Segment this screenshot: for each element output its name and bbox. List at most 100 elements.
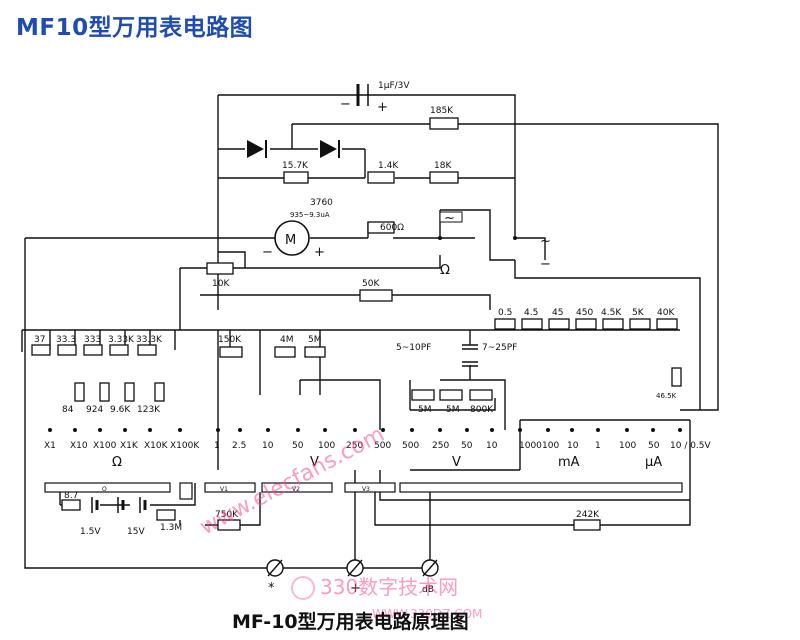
label-ac: ~	[540, 234, 551, 249]
label-2: 10	[567, 441, 579, 451]
terminal-common: *	[268, 581, 275, 596]
top-capacitor: 1μF/3V − +	[340, 81, 410, 115]
label-3: 1	[595, 441, 601, 451]
label-6: 40K	[657, 308, 675, 318]
dcv-range-labels: 1 2.5 10 50 100 250 500 V	[214, 441, 391, 470]
wiring	[21, 94, 719, 569]
diode-pair	[247, 140, 340, 158]
label-r13m: 1.3M	[160, 523, 182, 533]
label-2: 45	[552, 308, 563, 318]
label-r50k: 50K	[362, 279, 380, 289]
label-1: 100	[542, 441, 559, 451]
label-2: 5M	[308, 335, 322, 345]
label-2: 50	[461, 441, 473, 451]
shunt-3: 3.33K	[108, 335, 135, 345]
shunt-1: 33.3	[56, 335, 76, 345]
label-url: WWW.330DZ.COM	[372, 607, 482, 621]
label-1: 4M	[280, 335, 294, 345]
switch-bars: O V1 V2 V3	[44, 482, 683, 500]
label-0: 0.5	[498, 308, 512, 318]
ac-capacitors: 5~10PF 7~25PF	[396, 343, 517, 367]
site-watermark: 330数字技术网 WWW.330DZ.COM	[291, 575, 482, 621]
label-0: 150K	[218, 335, 242, 345]
label-0: 100	[619, 441, 636, 451]
label-sw_v2: V2	[292, 486, 300, 493]
ma-group-label: mA	[558, 455, 580, 470]
label-4: 4.5K	[601, 308, 622, 318]
label-ac: ~	[444, 211, 455, 226]
meter-symbol: M	[285, 233, 296, 248]
label-site: 330数字技术网	[320, 575, 458, 599]
ohm-series: 84 924 9.6K 123K	[62, 382, 165, 415]
label-minus: −	[540, 257, 551, 272]
label-0: 1	[214, 441, 220, 451]
label-0: 500	[402, 441, 419, 451]
diagram-caption: MF-10型万用表电路原理图	[232, 610, 469, 633]
label-plus: +	[314, 245, 325, 260]
label-0: 1000	[519, 441, 542, 451]
ohm-symbol: Ω	[440, 263, 450, 278]
top-resistors: 185K 15.7K 1.4K 18K	[282, 106, 459, 184]
ma-chain: 0.5 4.5 45 450 4.5K 5K 40K	[494, 308, 678, 330]
ohm-shunts: 37 33.3 333 3.33K 33.3K	[31, 335, 163, 356]
label-0: X1	[44, 441, 56, 451]
battery-section: 8.7 1.5V 15V 1.3M 750K 242K	[61, 491, 601, 537]
label-r18k: 18K	[434, 161, 452, 171]
label-1: 2.5	[232, 441, 246, 451]
cap-plus: +	[377, 100, 388, 115]
label-1: 924	[86, 405, 103, 415]
label-0: 84	[62, 405, 74, 415]
top-capacitor-label: 1μF/3V	[378, 81, 410, 91]
range-contacts	[48, 428, 682, 432]
label-r600: 600Ω	[380, 223, 404, 233]
label-1: 4.5	[524, 308, 538, 318]
shunt-0: 37	[34, 335, 45, 345]
label-meter_r: 3760	[310, 198, 333, 208]
label-4: 100	[318, 441, 335, 451]
label-r750k: 750K	[215, 510, 239, 520]
dcv-group-label: V	[310, 455, 319, 470]
label-3: 450	[576, 308, 593, 318]
label-3: 123K	[137, 405, 161, 415]
label-5: 5K	[632, 308, 645, 318]
page-title: MF10型万用表电路图	[16, 15, 254, 41]
ohm-group-label: Ω	[112, 455, 122, 470]
label-5: 250	[346, 441, 363, 451]
terminal-db: dB	[422, 585, 434, 595]
label-2: 9.6K	[110, 405, 131, 415]
label-meter_spec: 935~9.3uA	[290, 211, 330, 219]
ohm-range-labels: X1 X10 X100 X1K X10K X100K Ω	[44, 441, 200, 470]
ua-range-labels: 100 50 10 / 0.5V μA	[619, 441, 712, 470]
function-switch: ~ ~ − Ω	[438, 211, 551, 278]
label-sw_v1: V1	[220, 486, 228, 493]
label-pot10k: 10K	[212, 279, 230, 289]
label-1: 50	[648, 441, 660, 451]
label-2: X100	[93, 441, 117, 451]
label-4: X10K	[144, 441, 169, 451]
label-sw_o: O	[102, 486, 107, 493]
meter-movement: M 3760 935~9.3uA − + 600Ω	[262, 198, 404, 260]
label-r185k: 185K	[430, 106, 454, 116]
cap-minus: −	[340, 97, 351, 112]
label-2: 10	[262, 441, 274, 451]
shunt-4: 33.3K	[136, 335, 163, 345]
label-cap5: 5~10PF	[396, 343, 431, 353]
label-r800k: 800K	[470, 405, 494, 415]
shunt-2: 333	[84, 335, 101, 345]
label-r87: 8.7	[64, 491, 78, 501]
terminal-plus: +	[350, 581, 361, 596]
label-r242k: 242K	[576, 510, 600, 520]
label-1: X10	[70, 441, 88, 451]
label-sw_v3: V3	[362, 486, 370, 493]
acv-group-label: V	[452, 455, 461, 470]
ac-series: 5M 5M 800K 46.5K	[411, 367, 682, 415]
label-3: 50	[292, 441, 304, 451]
label-5: X100K	[170, 441, 200, 451]
adjust-pot: 10K 50K	[206, 262, 393, 302]
label-cap7: 7~25PF	[482, 343, 517, 353]
label-3: 10	[486, 441, 498, 451]
label-r157k: 15.7K	[282, 161, 309, 171]
ma-range-labels: 1000 100 10 1 mA	[519, 441, 601, 470]
ua-group-label: μA	[645, 455, 662, 470]
